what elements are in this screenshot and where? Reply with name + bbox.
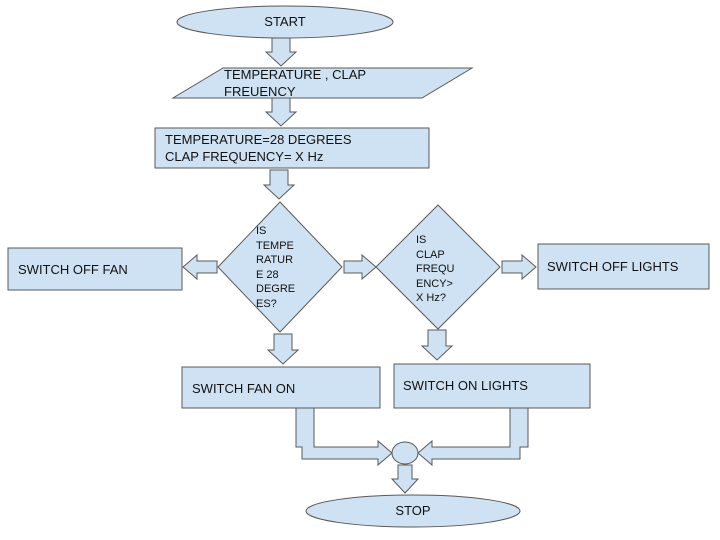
temperature-decision-diamond — [217, 201, 343, 333]
fan-on-label: SWITCH FAN ON — [192, 381, 296, 396]
stop-terminal — [305, 494, 521, 528]
clap-decision-diamond — [375, 204, 501, 330]
clap-decision-label: IS CLAP FREQU ENCY> X Hz? — [416, 234, 455, 304]
init-label: TEMPERATURE=28 DEGREES CLAP FREQUENCY= X… — [165, 132, 352, 164]
stop-label: STOP — [395, 503, 431, 518]
arrow-to-fan-on — [266, 333, 300, 365]
arrow-to-lights-off — [501, 253, 537, 281]
input-parallelogram — [171, 67, 474, 99]
arrow-merge-to-stop — [390, 464, 420, 494]
lights-on-box — [393, 363, 591, 409]
merge-connector — [391, 441, 419, 465]
start-label: START — [264, 14, 306, 29]
temperature-decision-label: IS TEMPE RATUR E 28 DEGRE ES? — [256, 225, 296, 310]
fan-off-box — [7, 247, 183, 291]
fan-off-label: SWITCH OFF FAN — [18, 262, 128, 277]
lights-off-box — [537, 243, 710, 290]
fan-on-box — [181, 366, 381, 409]
init-process-box — [154, 127, 430, 169]
input-label: TEMPERATURE , CLAP FREUENCY — [224, 67, 367, 99]
arrow-to-clap-decision — [343, 253, 377, 281]
arrow-to-lights-on — [420, 329, 454, 361]
lights-on-label: SWITCH ON LIGHTS — [403, 378, 528, 393]
arrow-lights-on-to-merge — [417, 407, 529, 467]
arrow-init-to-decision — [262, 169, 296, 200]
arrow-start-to-input — [264, 37, 298, 67]
arrow-fan-on-to-merge — [295, 407, 393, 467]
lights-off-label: SWITCH OFF LIGHTS — [547, 259, 679, 274]
arrow-input-to-init — [264, 97, 298, 127]
arrow-to-fan-off — [182, 253, 218, 281]
